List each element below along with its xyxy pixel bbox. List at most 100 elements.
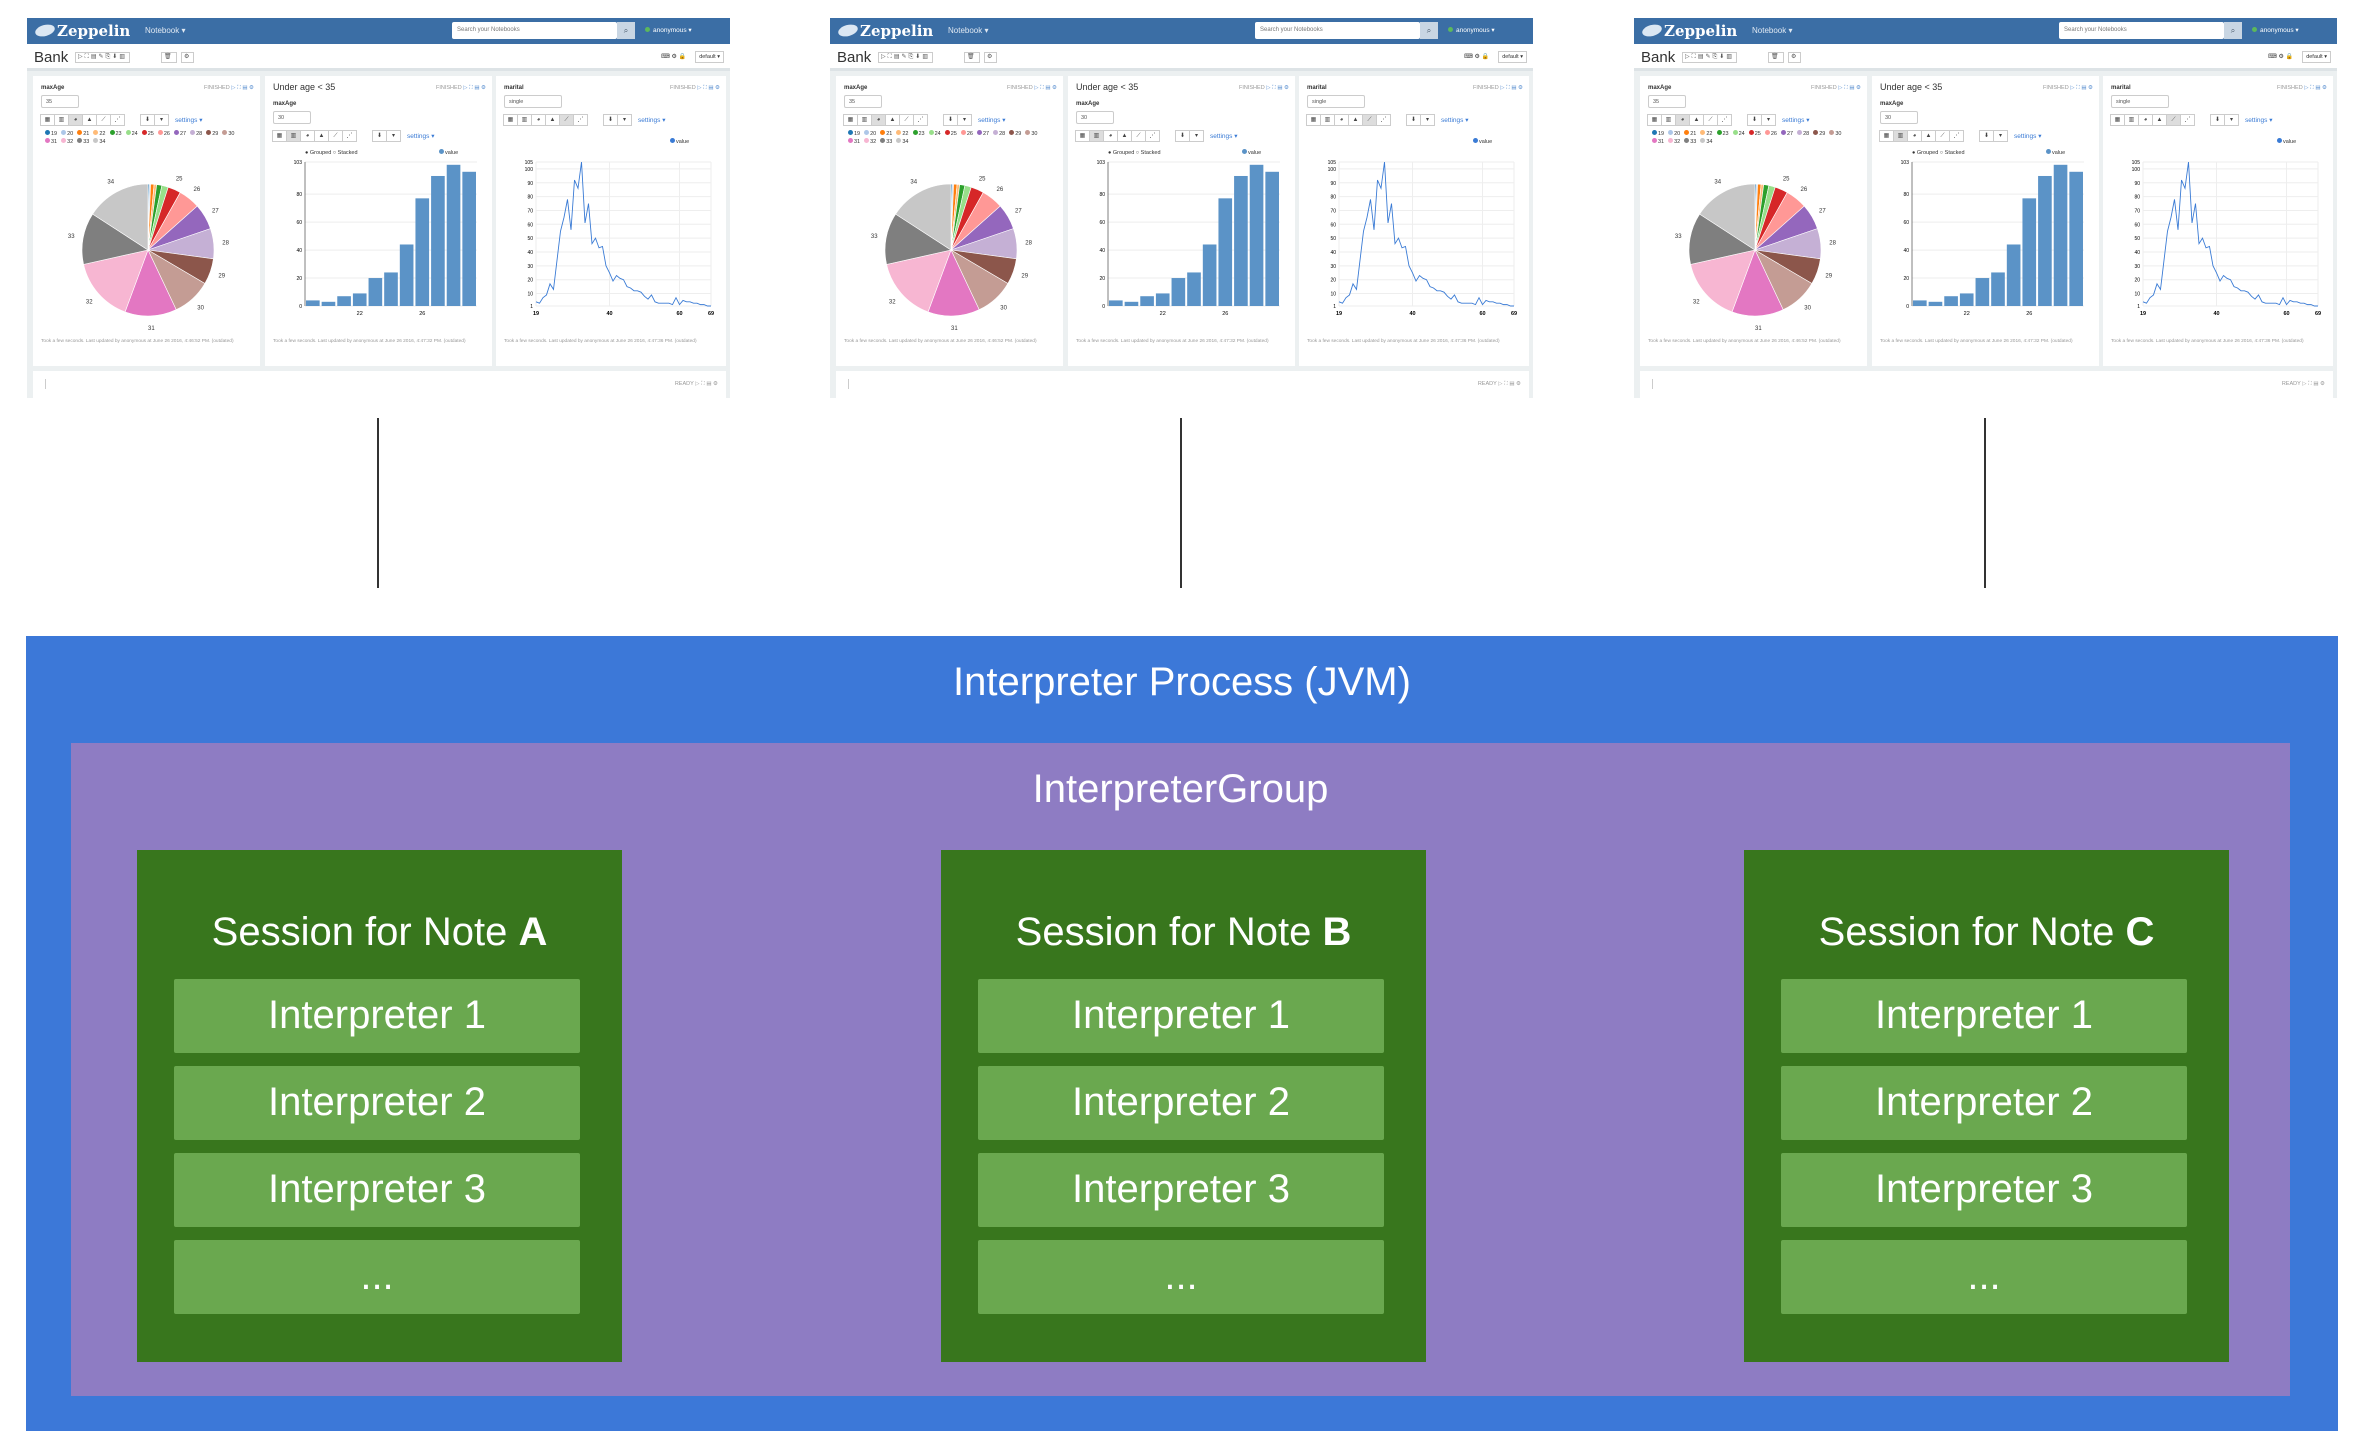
chart-type-button[interactable]: ⟋ [2166, 114, 2181, 126]
chart-type-button[interactable]: ▲ [1348, 114, 1363, 126]
form-input[interactable]: 30 [1076, 111, 1114, 124]
select-input[interactable]: single [1307, 95, 1365, 108]
chart-type-button[interactable]: ⋰ [1145, 130, 1160, 142]
search-button[interactable]: ⌕ [1420, 22, 1438, 39]
settings-button[interactable]: ⚙ [181, 52, 195, 63]
settings-link[interactable]: settings ▾ [175, 117, 203, 124]
visualization-toolbar[interactable]: ▦▥◕▲⟋⋰ [1647, 114, 1732, 126]
download-button[interactable]: ⬇▾ [1747, 114, 1776, 126]
chart-type-button[interactable]: ⋰ [2180, 114, 2195, 126]
form-input[interactable]: 30 [273, 111, 311, 124]
notebook-menu[interactable]: Notebook ▾ [145, 26, 186, 35]
settings-link[interactable]: settings ▾ [407, 133, 435, 140]
chart-type-button[interactable]: ▦ [1879, 130, 1894, 142]
settings-link[interactable]: settings ▾ [1441, 117, 1469, 124]
chart-type-button[interactable]: ◕ [531, 114, 546, 126]
form-input[interactable]: 35 [41, 95, 79, 108]
chart-type-button[interactable]: ◕ [871, 114, 886, 126]
chart-type-button[interactable]: ▥ [517, 114, 532, 126]
chart-type-button[interactable]: ▲ [2152, 114, 2167, 126]
chart-type-button[interactable]: ⟋ [328, 130, 343, 142]
chart-type-button[interactable]: ⟋ [559, 114, 574, 126]
download-button[interactable]: ⬇▾ [372, 130, 401, 142]
chart-type-button[interactable]: ⟋ [1703, 114, 1718, 126]
chart-type-button[interactable]: ⋰ [342, 130, 357, 142]
chart-type-button[interactable]: ▥ [857, 114, 872, 126]
chart-type-button[interactable]: ▲ [1689, 114, 1704, 126]
user-menu[interactable]: anonymous ▾ [2252, 26, 2299, 34]
chart-type-button[interactable]: ▲ [1921, 130, 1936, 142]
chart-type-button[interactable]: ▲ [314, 130, 329, 142]
chart-type-button[interactable]: ▦ [503, 114, 518, 126]
search-input[interactable]: Search your Notebooks [1255, 22, 1420, 39]
select-input[interactable]: single [504, 95, 562, 108]
settings-link[interactable]: settings ▾ [638, 117, 666, 124]
interpreter-binding-select[interactable]: default ▾ [2302, 51, 2331, 63]
chart-type-button[interactable]: ⟋ [1362, 114, 1377, 126]
settings-link[interactable]: settings ▾ [2014, 133, 2042, 140]
chart-type-button[interactable]: ▦ [1075, 130, 1090, 142]
chart-type-button[interactable]: ▲ [1117, 130, 1132, 142]
notebook-toolbar[interactable]: ▷⛶▤✎⎘⬇▥ [75, 52, 131, 63]
select-input[interactable]: single [2111, 95, 2169, 108]
visualization-toolbar[interactable]: ▦▥◕▲⟋⋰ [1306, 114, 1391, 126]
chart-type-button[interactable]: ▲ [885, 114, 900, 126]
chart-type-button[interactable]: ▥ [54, 114, 69, 126]
chart-type-button[interactable]: ▦ [1647, 114, 1662, 126]
form-input[interactable]: 35 [1648, 95, 1686, 108]
interpreter-binding-select[interactable]: default ▾ [1498, 51, 1527, 63]
search-input[interactable]: Search your Notebooks [2059, 22, 2224, 39]
user-menu[interactable]: anonymous ▾ [1448, 26, 1495, 34]
chart-type-button[interactable]: ⋰ [913, 114, 928, 126]
visualization-toolbar[interactable]: ▦▥◕▲⟋⋰ [272, 130, 357, 142]
download-button[interactable]: ⬇▾ [1175, 130, 1204, 142]
delete-button[interactable]: 🗑 [964, 52, 980, 63]
chart-type-button[interactable]: ⟋ [1131, 130, 1146, 142]
chart-type-button[interactable]: ⋰ [110, 114, 125, 126]
settings-button[interactable]: ⚙ [984, 52, 998, 63]
visualization-toolbar[interactable]: ▦▥◕▲⟋⋰ [1075, 130, 1160, 142]
chart-type-button[interactable]: ⋰ [1949, 130, 1964, 142]
chart-type-button[interactable]: ⟋ [96, 114, 111, 126]
notebook-toolbar[interactable]: ▷⛶▤✎⎘⬇▥ [1682, 52, 1738, 63]
chart-type-button[interactable]: ◕ [300, 130, 315, 142]
download-button[interactable]: ⬇▾ [2210, 114, 2239, 126]
chart-type-button[interactable]: ▥ [1089, 130, 1104, 142]
download-button[interactable]: ⬇▾ [1979, 130, 2008, 142]
download-button[interactable]: ⬇▾ [140, 114, 169, 126]
chart-type-button[interactable]: ⟋ [1935, 130, 1950, 142]
chart-type-button[interactable]: ◕ [68, 114, 83, 126]
settings-link[interactable]: settings ▾ [978, 117, 1006, 124]
chart-type-button[interactable]: ▦ [40, 114, 55, 126]
interpreter-binding-select[interactable]: default ▾ [695, 51, 724, 63]
chart-type-button[interactable]: ⋰ [1717, 114, 1732, 126]
form-input[interactable]: 35 [844, 95, 882, 108]
visualization-toolbar[interactable]: ▦▥◕▲⟋⋰ [503, 114, 588, 126]
chart-type-button[interactable]: ▦ [843, 114, 858, 126]
search-input[interactable]: Search your Notebooks [452, 22, 617, 39]
chart-type-button[interactable]: ▲ [82, 114, 97, 126]
download-button[interactable]: ⬇▾ [943, 114, 972, 126]
settings-button[interactable]: ⚙ [1788, 52, 1802, 63]
chart-type-button[interactable]: ◕ [1334, 114, 1349, 126]
download-button[interactable]: ⬇▾ [1406, 114, 1435, 126]
visualization-toolbar[interactable]: ▦▥◕▲⟋⋰ [843, 114, 928, 126]
chart-type-button[interactable]: ▥ [2124, 114, 2139, 126]
settings-link[interactable]: settings ▾ [1210, 133, 1238, 140]
chart-type-button[interactable]: ◕ [1103, 130, 1118, 142]
settings-link[interactable]: settings ▾ [1782, 117, 1810, 124]
chart-type-button[interactable]: ▲ [545, 114, 560, 126]
form-input[interactable]: 30 [1880, 111, 1918, 124]
chart-type-button[interactable]: ▥ [286, 130, 301, 142]
chart-type-button[interactable]: ⋰ [573, 114, 588, 126]
visualization-toolbar[interactable]: ▦▥◕▲⟋⋰ [1879, 130, 1964, 142]
notebook-menu[interactable]: Notebook ▾ [948, 26, 989, 35]
chart-type-button[interactable]: ▦ [272, 130, 287, 142]
delete-button[interactable]: 🗑 [161, 52, 177, 63]
chart-type-button[interactable]: ▦ [1306, 114, 1321, 126]
notebook-toolbar[interactable]: ▷⛶▤✎⎘⬇▥ [878, 52, 934, 63]
chart-type-button[interactable]: ▦ [2110, 114, 2125, 126]
notebook-menu[interactable]: Notebook ▾ [1752, 26, 1793, 35]
settings-link[interactable]: settings ▾ [2245, 117, 2273, 124]
chart-type-button[interactable]: ⋰ [1376, 114, 1391, 126]
